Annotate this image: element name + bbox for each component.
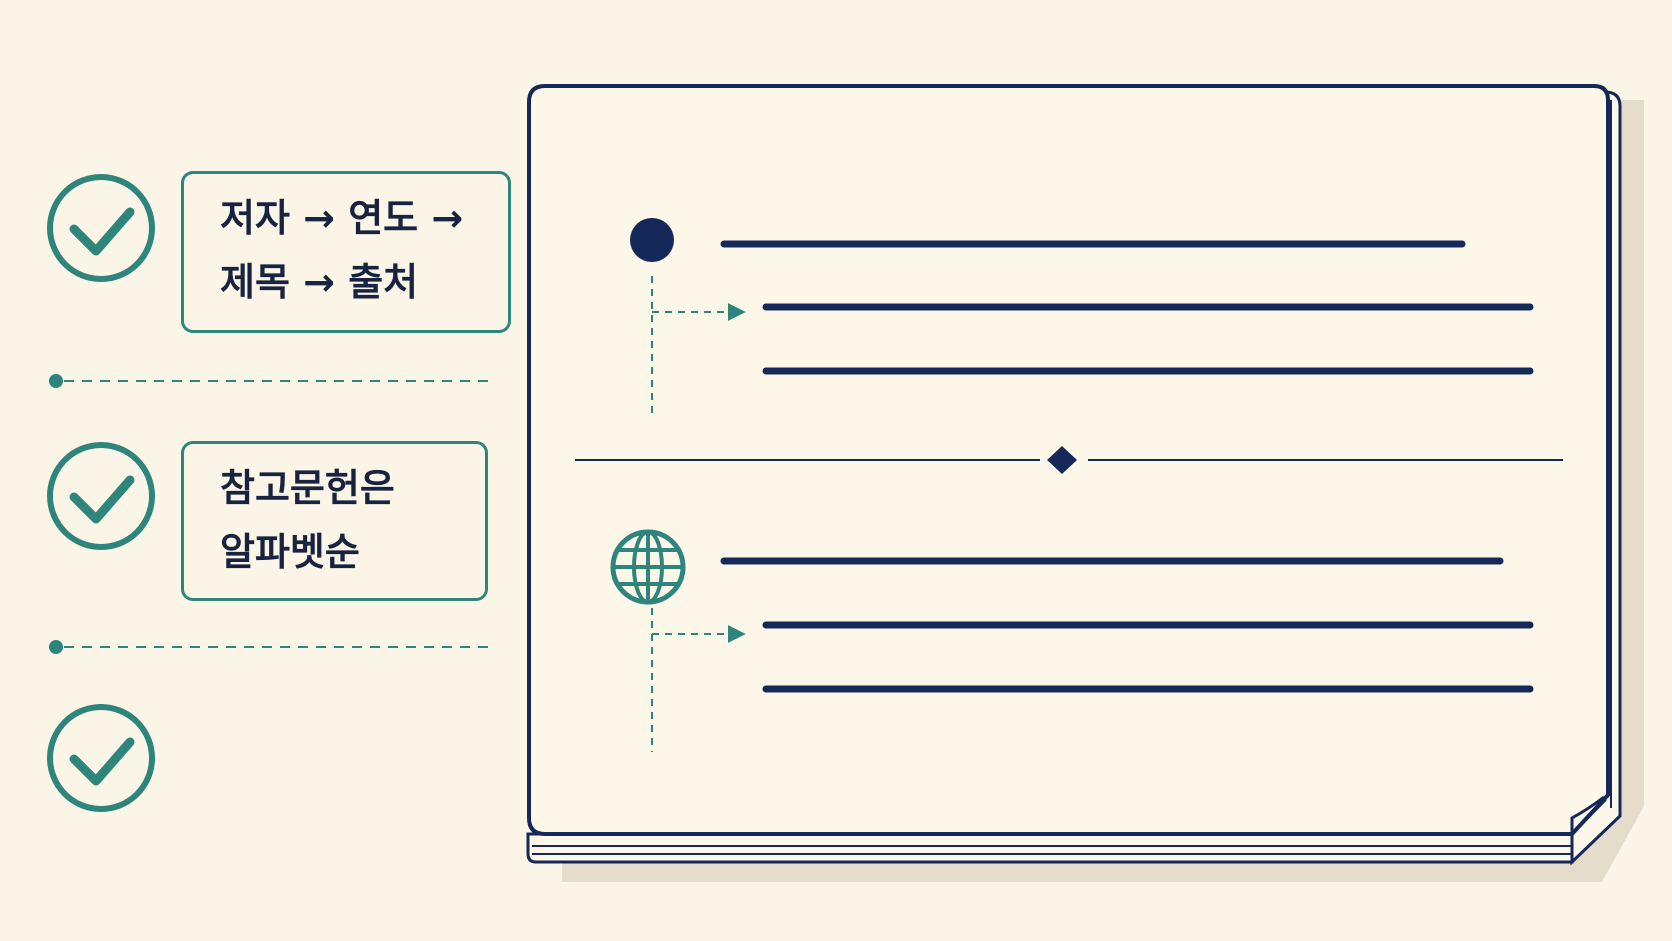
filled-dot-icon xyxy=(630,218,674,262)
check-circle-icon xyxy=(47,174,155,282)
alphabetical-order-label: 참고문헌은 알파벳순 xyxy=(181,441,488,601)
dotted-separator xyxy=(49,374,490,388)
diamond-icon xyxy=(1047,446,1077,474)
citation-order-line-1: 저자 → 연도 → xyxy=(220,196,464,240)
reference-entry xyxy=(630,218,1534,416)
globe-icon xyxy=(610,529,686,605)
alphabetical-order-line-1: 참고문헌은 xyxy=(220,466,395,510)
citation-order-label: 저자 → 연도 → 제목 → 출처 xyxy=(181,171,511,333)
section-divider xyxy=(575,446,1563,474)
check-circle-icon xyxy=(47,704,155,812)
reference-entry xyxy=(610,529,1534,752)
dotted-separator xyxy=(49,640,490,654)
citation-order-line-2: 제목 → 출처 xyxy=(220,260,419,304)
alphabetical-order-line-2: 알파벳순 xyxy=(220,530,360,574)
reference-sheet xyxy=(526,84,1644,882)
check-circle-icon xyxy=(47,442,155,550)
